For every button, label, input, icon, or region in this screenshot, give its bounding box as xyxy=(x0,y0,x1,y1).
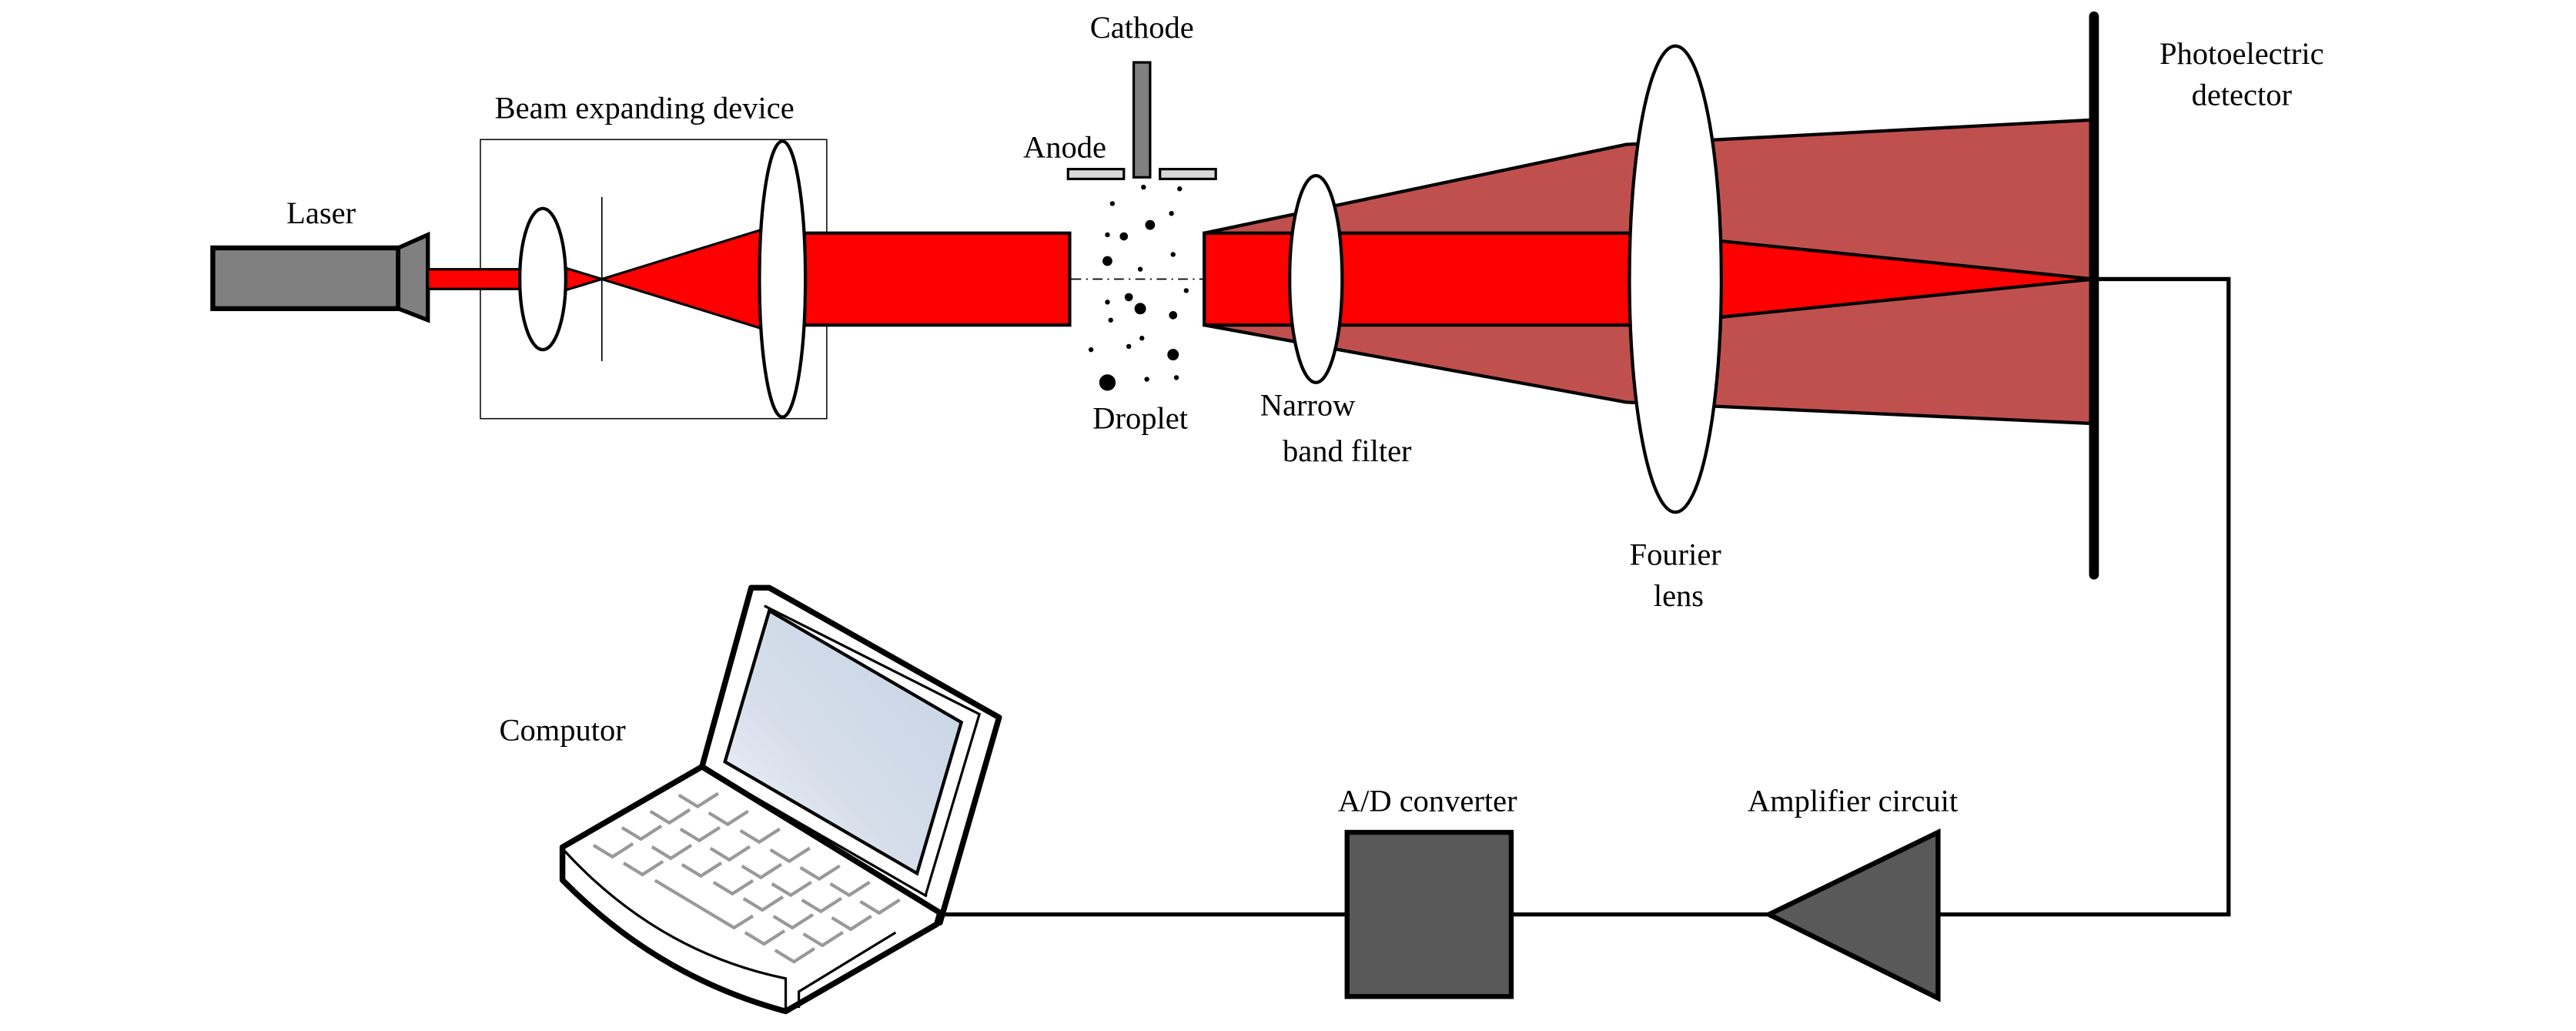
droplet xyxy=(1144,377,1149,382)
droplet xyxy=(1124,293,1133,302)
keyboard-key xyxy=(859,898,901,916)
keyboard-key xyxy=(651,843,693,861)
label-anode: Anode xyxy=(1023,130,1106,165)
droplet xyxy=(1137,266,1143,272)
label-beam-expander: Beam expanding device xyxy=(495,91,795,126)
keyboard-key xyxy=(622,859,664,877)
droplet xyxy=(1134,303,1146,315)
keyboard-key xyxy=(621,824,663,842)
droplet xyxy=(1108,317,1113,323)
keyboard-key xyxy=(774,947,816,964)
laser-body xyxy=(210,245,401,312)
ad-converter xyxy=(1344,829,1514,999)
laser-beam-focus xyxy=(563,266,607,293)
laser-beam-collimated xyxy=(801,231,1072,327)
laptop-screen xyxy=(723,608,964,876)
droplet xyxy=(1169,311,1178,320)
laser-beam-expanding xyxy=(597,228,763,330)
label-filter-2: band filter xyxy=(1283,433,1412,468)
laser-beam-after-droplets xyxy=(1203,231,1650,327)
laptop-front-edge xyxy=(563,849,788,1012)
label-cathode: Cathode xyxy=(1090,10,1194,45)
expander-lens-2 xyxy=(758,139,808,419)
keyboard-key xyxy=(771,880,812,898)
laser-nozzle xyxy=(396,231,430,323)
label-amplifier: Amplifier circuit xyxy=(1748,783,1959,818)
droplets xyxy=(1088,184,1189,391)
droplet xyxy=(1167,349,1179,361)
label-fourier-1: Fourier xyxy=(1630,537,1722,571)
keyboard-key xyxy=(829,880,871,898)
droplet xyxy=(1139,336,1145,341)
label-laser: Laser xyxy=(286,196,356,230)
keyboard-key xyxy=(772,913,815,930)
droplet xyxy=(1170,252,1176,257)
keyboard-key xyxy=(592,842,634,859)
cathode xyxy=(1132,61,1152,179)
droplet xyxy=(1109,201,1116,206)
keyboard-key xyxy=(649,808,691,825)
expander-lens-1 xyxy=(518,206,567,352)
laptop-touchpad-edge xyxy=(798,931,897,1009)
droplet xyxy=(1102,256,1112,266)
label-detector-2: detector xyxy=(2192,77,2293,112)
laser-beam-narrow xyxy=(427,268,525,290)
signal-wire xyxy=(1938,276,2231,917)
keyboard-key xyxy=(681,861,723,879)
keyboard-key xyxy=(708,809,749,827)
keyboard-key xyxy=(712,879,754,896)
label-detector-1: Photoelectric xyxy=(2159,36,2324,71)
laptop-bezel xyxy=(764,604,982,897)
droplet xyxy=(1183,288,1189,293)
laptop-keyboard xyxy=(592,792,901,964)
computer-laptop xyxy=(559,584,1002,1015)
label-fourier-2: lens xyxy=(1654,578,1704,613)
droplet xyxy=(1141,184,1146,190)
fourier-lens xyxy=(1628,44,1724,514)
droplet xyxy=(1126,343,1132,350)
label-filter-1: Narrow xyxy=(1260,387,1356,422)
droplet xyxy=(1099,374,1116,391)
droplet xyxy=(1173,375,1179,380)
keyboard-key xyxy=(744,929,786,946)
anode-plate-right xyxy=(1159,168,1217,181)
laptop-hinge xyxy=(701,765,928,898)
keyboard-key xyxy=(801,896,842,914)
keyboard-key xyxy=(741,862,783,880)
keyboard-key xyxy=(709,845,751,862)
droplet xyxy=(1088,346,1094,353)
keyboard-key xyxy=(739,827,781,845)
keyboard-key xyxy=(679,825,721,843)
label-adc: A/D converter xyxy=(1338,783,1517,818)
keyboard-key xyxy=(831,914,872,932)
keyboard-key xyxy=(769,846,811,864)
keyboard-key xyxy=(802,931,844,948)
keyboard-spacebar xyxy=(654,879,754,930)
keyboard-key xyxy=(742,895,785,912)
droplet xyxy=(1145,219,1156,230)
keyboard-key xyxy=(799,864,841,882)
anode-plate-left xyxy=(1066,168,1126,181)
narrow-band-filter xyxy=(1287,174,1344,384)
label-computer: Computor xyxy=(499,713,626,748)
droplet xyxy=(1105,232,1110,238)
label-droplet: Droplet xyxy=(1092,400,1188,435)
droplet xyxy=(1169,210,1174,216)
keyboard-key xyxy=(677,792,720,809)
droplet xyxy=(1177,186,1183,192)
droplet xyxy=(1119,232,1129,241)
amplifier-circuit xyxy=(1763,828,1941,1003)
droplet xyxy=(1105,300,1110,305)
